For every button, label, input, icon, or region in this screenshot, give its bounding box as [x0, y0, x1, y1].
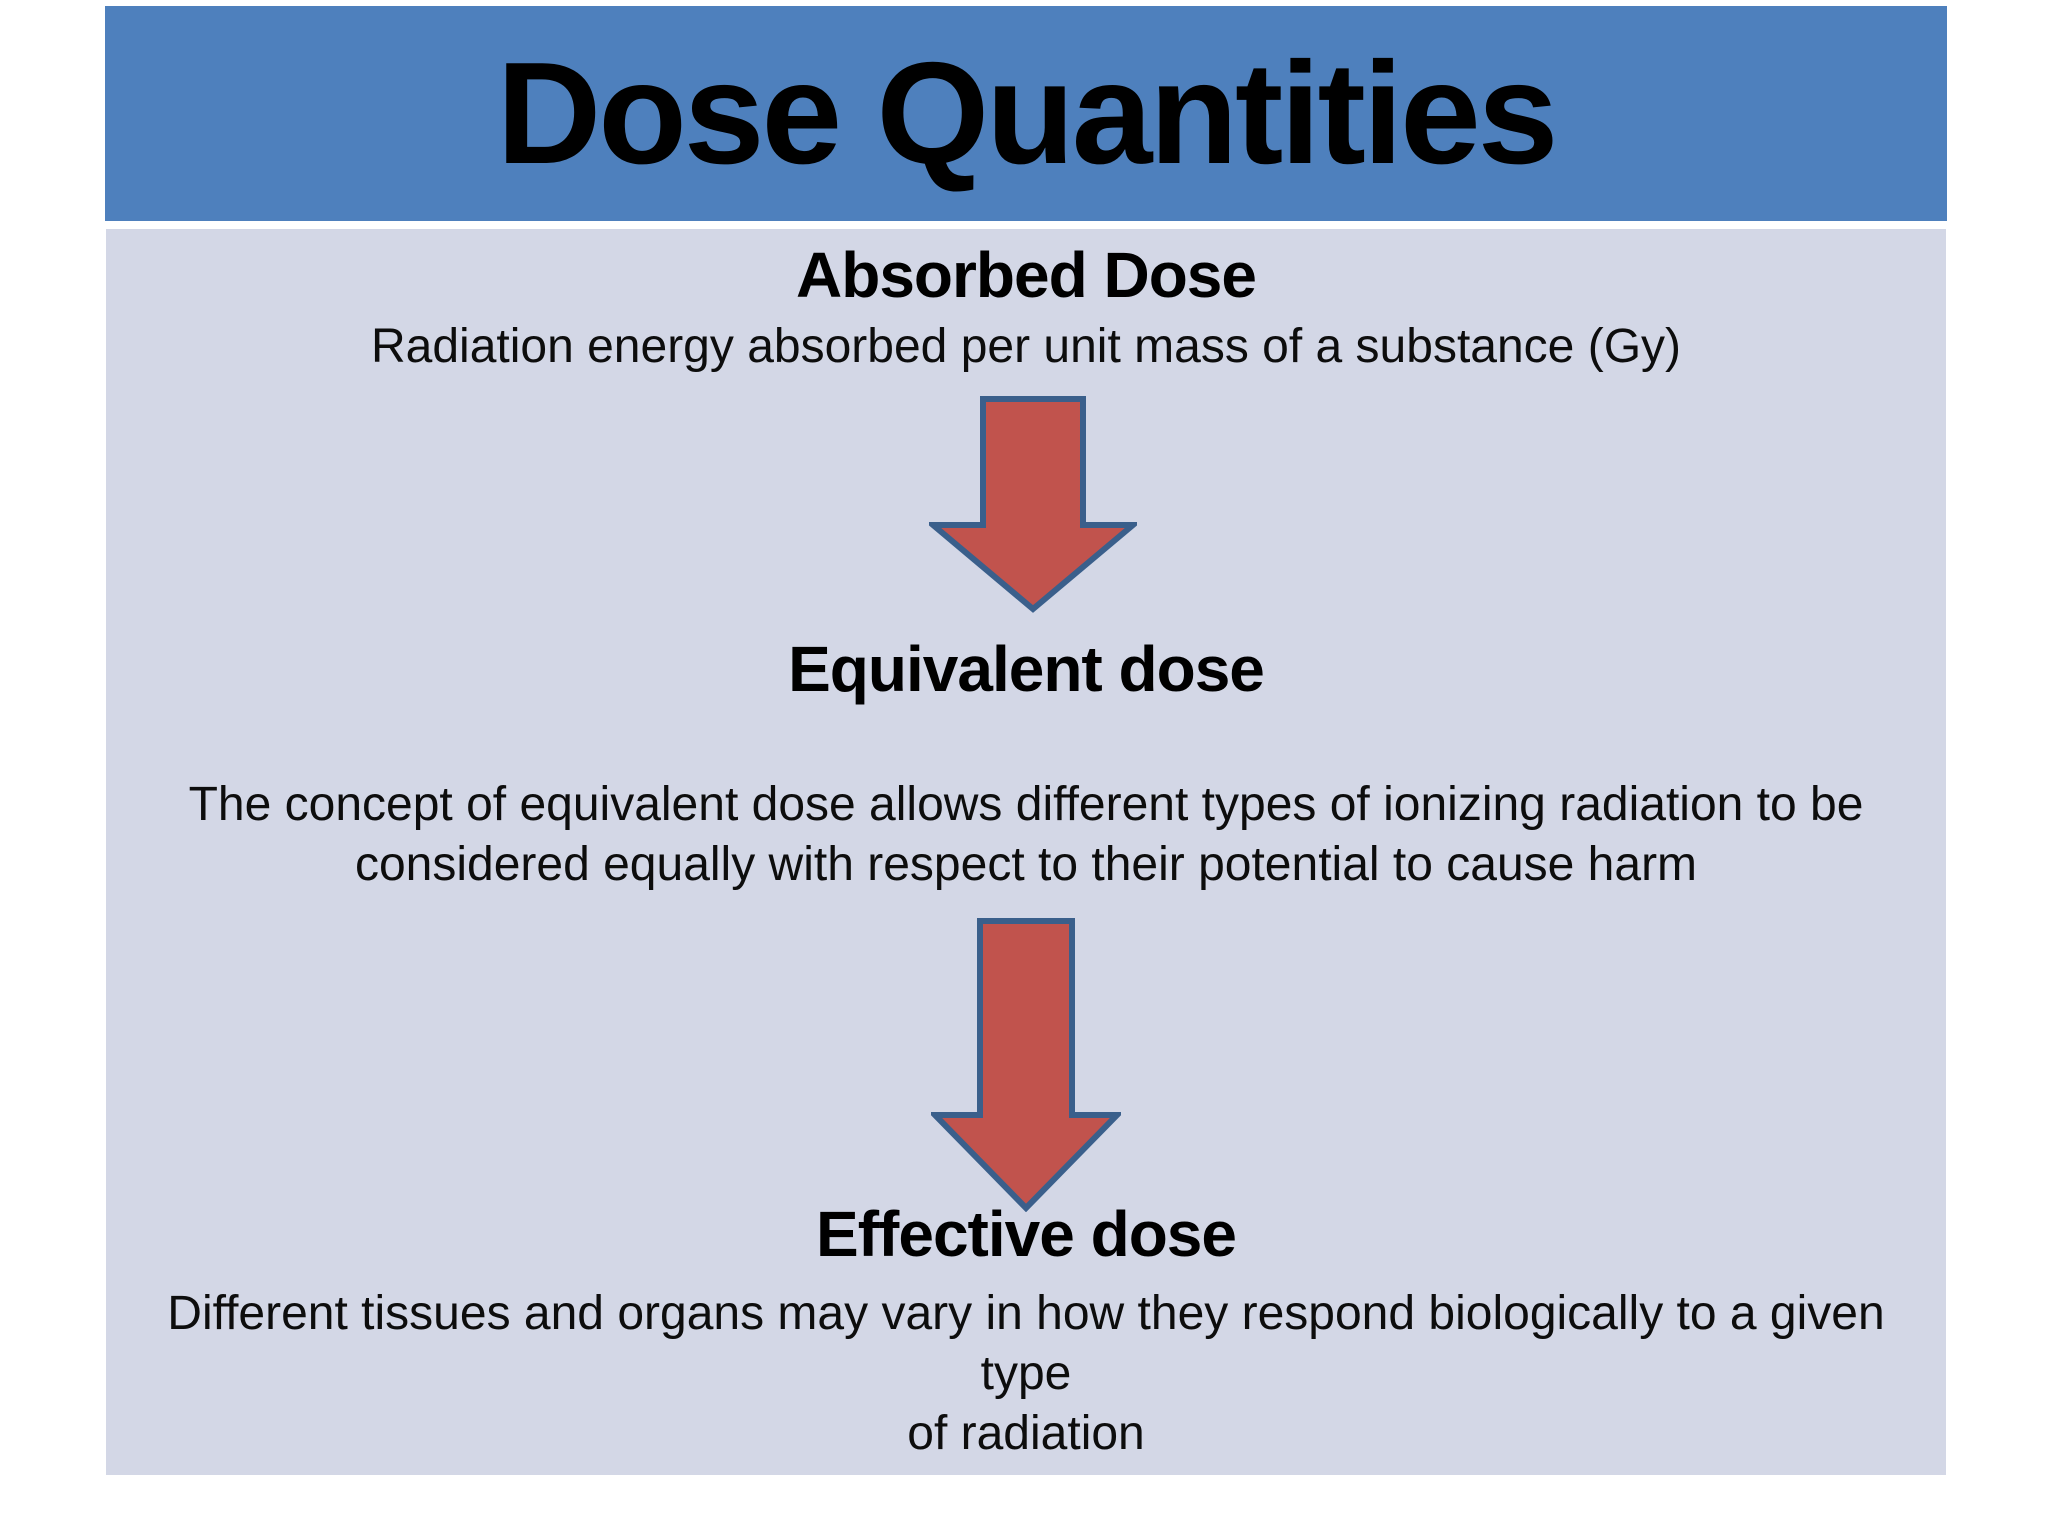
section-heading-absorbed-dose: Absorbed Dose — [796, 239, 1257, 311]
section-heading-effective-dose: Effective dose — [816, 1198, 1237, 1270]
section-heading-equivalent-dose: Equivalent dose — [788, 633, 1265, 705]
slide-title-bar: Dose Quantities — [105, 6, 1947, 221]
down-arrow-icon — [931, 918, 1121, 1212]
slide-title: Dose Quantities — [496, 32, 1559, 194]
down-arrow-icon — [929, 396, 1137, 613]
section-body-absorbed-dose: Radiation energy absorbed per unit mass … — [370, 320, 1682, 373]
section-body-effective-dose: Different tissues and organs may vary in… — [167, 1287, 1885, 1460]
section-body-equivalent-dose: The concept of equivalent dose allows di… — [188, 778, 1864, 891]
content-panel: Absorbed Dose Radiation energy absorbed … — [106, 229, 1946, 1475]
